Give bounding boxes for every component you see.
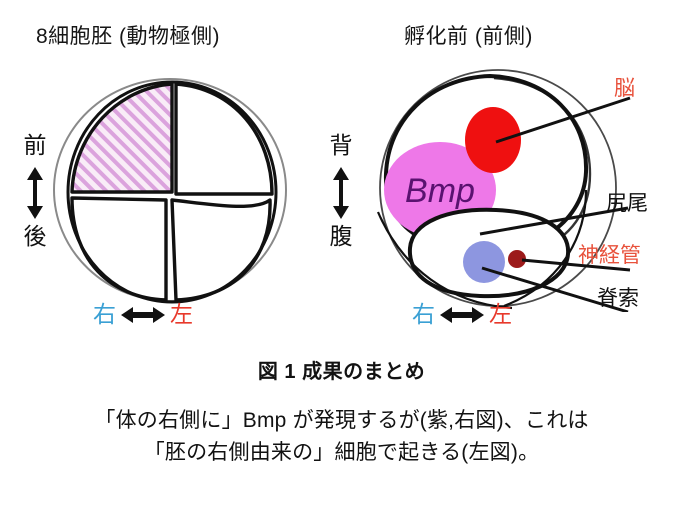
bmp-label: Bmp (405, 172, 475, 210)
figure-caption-line-1: 「体の右側に」Bmp が発現するが(紫,右図)、これは (94, 409, 589, 432)
figure-caption-block: 図 1 成果のまとめ 「体の右側に」Bmp が発現するが(紫,右図)、これは 「… (0, 355, 683, 469)
axis-label-posterior: 後 (23, 223, 47, 249)
double-arrow-horizontal-icon (121, 306, 165, 323)
blastomere-anterior-left (174, 82, 274, 196)
notochord-spot (463, 241, 505, 283)
label-notochord: 脊索 (597, 287, 639, 310)
right-panel-dorsoventral-axis: 背 腹 (318, 134, 364, 251)
left-panel-anteroposterior-axis: 前 後 (12, 134, 58, 251)
pre-hatching-embryo-diagram: Bmp (376, 69, 631, 312)
eight-cell-embryo-diagram (53, 78, 287, 304)
tail-sketch-stroke-2 (503, 189, 588, 308)
blastomere-anterior-right (70, 82, 174, 194)
axis-label-ventral: 腹 (329, 223, 353, 249)
brain-spot (465, 107, 521, 173)
hatched-blastomere (72, 84, 172, 192)
double-arrow-vertical-icon (333, 167, 349, 219)
right-panel-leftright-axis: 右 左 (412, 303, 512, 326)
axis-label-left: 左 (170, 301, 193, 327)
axis-label-right: 右 (93, 301, 116, 327)
label-neural-tube: 神経管 (578, 244, 641, 267)
tail-sketch-stroke-1 (376, 211, 513, 310)
left-panel-leftright-axis: 右 左 (93, 303, 193, 326)
label-brain: 脳 (614, 77, 635, 100)
axis-label-anterior: 前 (23, 132, 47, 158)
neural-tube-spot (508, 250, 526, 268)
leader-line-tail (479, 206, 629, 236)
double-arrow-horizontal-icon (440, 306, 484, 323)
figure-caption-heading: 図 1 成果のまとめ (257, 361, 426, 383)
leader-line-neural-tube (521, 258, 631, 272)
label-tail: 尻尾 (606, 192, 648, 215)
axis-label-left: 左 (489, 301, 512, 327)
leader-line-notochord (481, 266, 629, 312)
leader-lines (479, 96, 631, 312)
axis-label-dorsal: 背 (329, 132, 353, 158)
left-panel-title: 8細胞胚 (動物極側) (36, 25, 220, 48)
embryo-rim (66, 80, 278, 304)
right-panel-title: 孵化前 (前側) (404, 25, 533, 48)
leader-line-brain (495, 96, 631, 144)
figure-caption-line-2: 「胚の右側由来の」細胞で起きる(左図)。 (143, 440, 540, 464)
double-arrow-vertical-icon (27, 167, 43, 219)
embryo-body-sketch-stroke (493, 76, 592, 252)
axis-label-right: 右 (412, 301, 435, 327)
